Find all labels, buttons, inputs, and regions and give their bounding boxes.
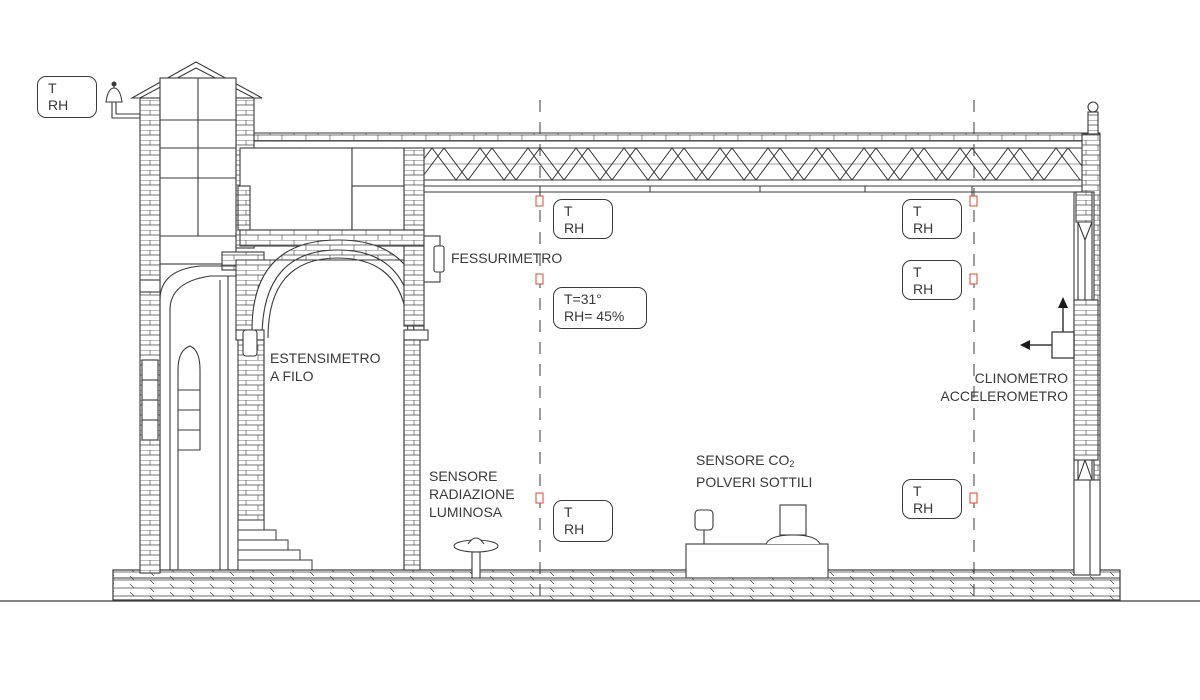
sensor-box-line: T bbox=[913, 483, 922, 499]
staircase bbox=[237, 519, 313, 571]
sensor-marker bbox=[969, 273, 978, 285]
label-line: LUMINOSA bbox=[429, 504, 503, 520]
label-estensimetro: ESTENSIMETRO A FILO bbox=[270, 349, 380, 385]
label-fessurimetro: FESSURIMETRO bbox=[451, 250, 563, 266]
fessurimetro-device bbox=[423, 235, 445, 283]
sensor-box-line: RH bbox=[48, 97, 69, 113]
label-co2-text: SENSORE CO bbox=[696, 452, 790, 468]
co2-sensor-device bbox=[685, 504, 829, 579]
label-co2: SENSORE CO2 POLVERI SOTTILI bbox=[696, 451, 812, 491]
sensor-marker bbox=[535, 195, 544, 207]
label-line: A FILO bbox=[270, 368, 314, 384]
sensor-marker bbox=[969, 492, 978, 504]
sensor-box-line: T bbox=[913, 264, 922, 280]
label-line: SENSORE CO2 bbox=[696, 451, 812, 473]
sensor-box-line: T bbox=[564, 203, 573, 219]
label-line: RADIAZIONE bbox=[429, 486, 515, 502]
sensor-box-right-mid: T RH bbox=[902, 260, 962, 300]
label-line: ACCELEROMETRO bbox=[940, 388, 1068, 404]
chapel-arch bbox=[235, 239, 429, 571]
bell-icon bbox=[105, 81, 140, 119]
label-line: CLINOMETRO bbox=[974, 370, 1068, 386]
sensor-box-line: RH bbox=[913, 500, 934, 516]
floor-slab bbox=[112, 569, 1121, 601]
sensor-box-line: RH= 45% bbox=[564, 308, 625, 324]
label-clinometro: CLINOMETRO ACCELEROMETRO bbox=[940, 369, 1068, 405]
sensor-box-line: T bbox=[913, 203, 922, 219]
sensor-box-right-bottom: T RH bbox=[902, 479, 962, 519]
label-radiazione: SENSORE RADIAZIONE LUMINOSA bbox=[429, 467, 515, 521]
label-co2-subscript: 2 bbox=[789, 459, 795, 469]
sensor-box-line: T bbox=[48, 80, 57, 96]
light-sensor-device bbox=[453, 537, 499, 579]
side-arch bbox=[159, 265, 236, 570]
sensor-box-line: RH bbox=[564, 521, 585, 537]
clinometer-device bbox=[1020, 297, 1075, 359]
sensor-box-line: T bbox=[564, 504, 573, 520]
label-line: POLVERI SOTTILI bbox=[696, 474, 813, 490]
roof-finial bbox=[1087, 101, 1099, 135]
sensor-box-line: RH bbox=[913, 281, 934, 297]
estensimetro-device bbox=[242, 329, 258, 357]
sensor-marker bbox=[969, 195, 978, 207]
sensor-box-line: RH bbox=[564, 220, 585, 236]
sensor-box-center-bottom: T RH bbox=[553, 500, 613, 542]
sensor-markers bbox=[535, 195, 978, 504]
right-wall bbox=[1073, 133, 1101, 576]
sensor-box-center-top: T RH bbox=[553, 199, 613, 239]
sensor-box-right-top: T RH bbox=[902, 199, 962, 239]
label-line: SENSORE bbox=[429, 468, 498, 484]
sensor-box-line: RH bbox=[913, 220, 934, 236]
label-line: ESTENSIMETRO bbox=[270, 350, 381, 366]
sensor-box-tower: T RH bbox=[37, 76, 97, 118]
sensor-marker bbox=[535, 273, 544, 285]
sensor-box-line: T=31° bbox=[564, 291, 602, 307]
sensor-box-center-mid: T=31° RH= 45% bbox=[553, 287, 647, 329]
sensor-marker bbox=[535, 492, 544, 504]
